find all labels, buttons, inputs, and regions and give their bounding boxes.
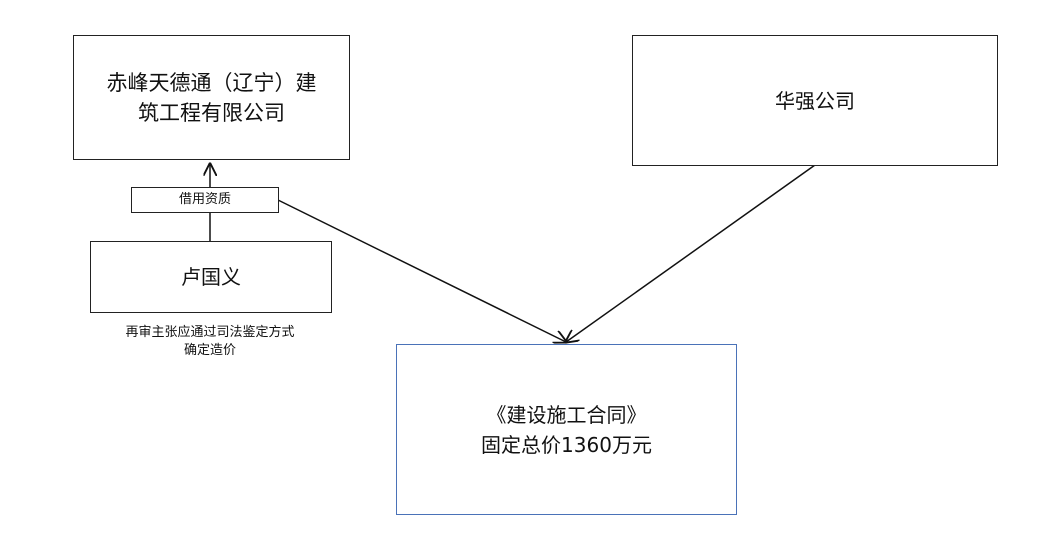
huaqiang-to-contract-arrow xyxy=(566,164,816,342)
retrial-note-line1: 再审主张应通过司法鉴定方式 xyxy=(125,325,295,340)
contractor-company-name-line2: 筑工程有限公司 xyxy=(138,100,285,125)
qualification-label-box: 借用资质 xyxy=(131,187,279,213)
contractor-company-name-line1: 赤峰天德通（辽宁）建 xyxy=(106,70,317,95)
retrial-note: 再审主张应通过司法鉴定方式 确定造价 xyxy=(95,324,325,360)
lu-guoyi-box: 卢国义 xyxy=(90,241,332,313)
contract-price: 固定总价1360万元 xyxy=(481,432,652,457)
huaqiang-company-label: 华强公司 xyxy=(775,88,855,113)
huaqiang-company-box: 华强公司 xyxy=(632,35,998,166)
lu-guoyi-label: 卢国义 xyxy=(181,265,241,289)
construction-contract-box: 《建设施工合同》 固定总价1360万元 xyxy=(396,344,737,515)
contractor-company-box: 赤峰天德通（辽宁）建 筑工程有限公司 xyxy=(73,35,350,160)
contract-title: 《建设施工合同》 xyxy=(486,402,647,427)
lu-to-contract-arrow xyxy=(277,199,566,342)
qualification-label-text: 借用资质 xyxy=(178,192,231,207)
retrial-note-line2: 确定造价 xyxy=(183,343,236,358)
